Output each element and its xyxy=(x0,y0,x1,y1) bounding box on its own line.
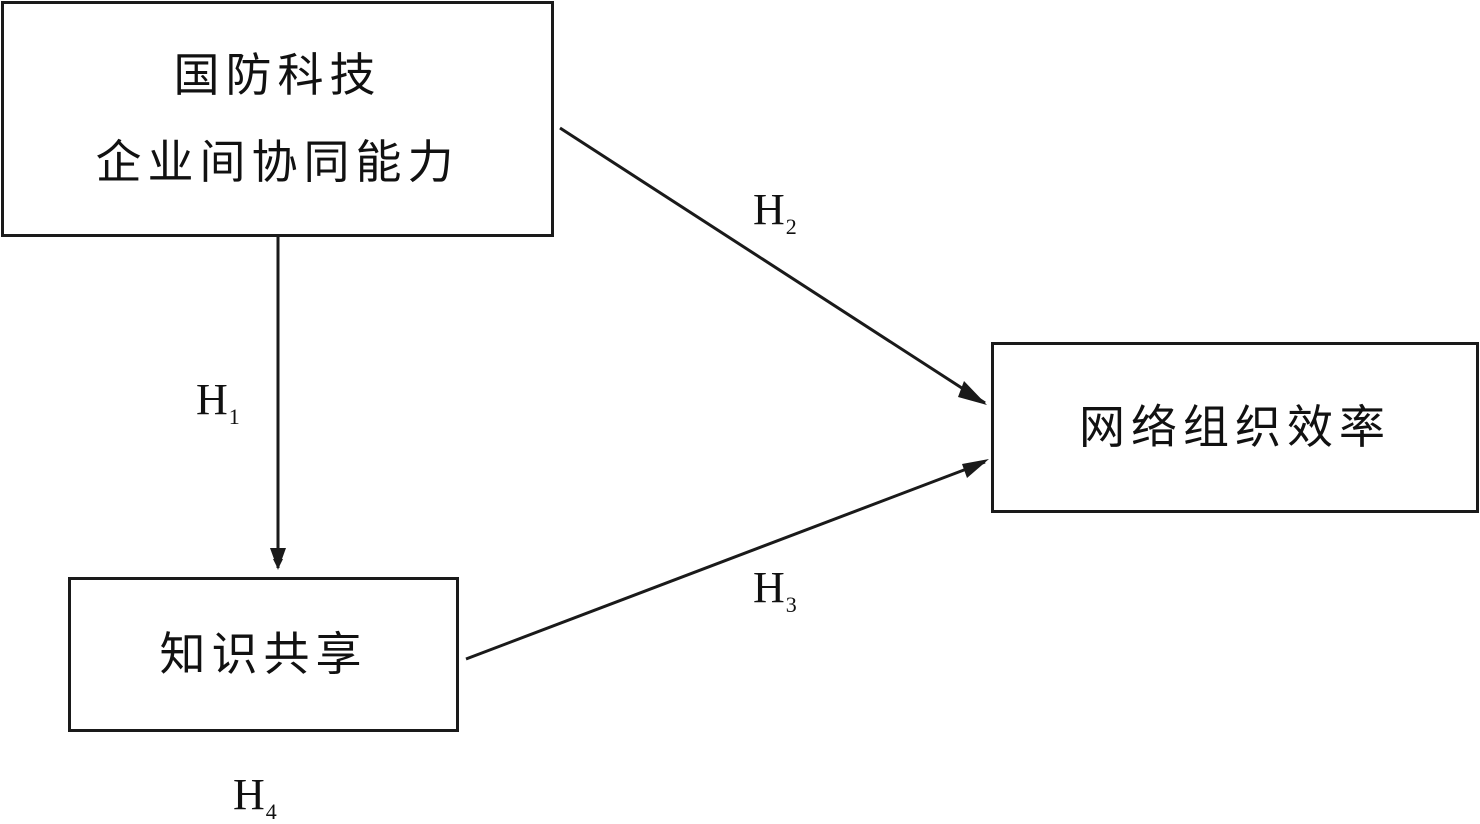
arrow-h3 xyxy=(465,460,986,661)
node-network-efficiency-label: 网络组织效率 xyxy=(1079,399,1391,454)
hypothesis-h2-sub: 2 xyxy=(785,214,797,239)
hypothesis-h1-main: H xyxy=(196,375,228,424)
node-knowledge-sharing: 知识共享 xyxy=(68,577,459,732)
hypothesis-h3-sub: 3 xyxy=(785,592,797,617)
node-collaborative-capability-line1: 国防科技 xyxy=(173,47,382,102)
node-network-efficiency: 网络组织效率 xyxy=(991,342,1479,513)
hypothesis-h3-main: H xyxy=(753,563,785,612)
node-knowledge-sharing-label: 知识共享 xyxy=(159,626,368,681)
hypothesis-h1-sub: 1 xyxy=(228,404,240,429)
hypothesis-h4-sub: 4 xyxy=(265,799,277,824)
arrow-h2 xyxy=(559,126,986,405)
arrowhead-h1 xyxy=(270,548,286,570)
hypothesis-label-h1: H1 xyxy=(196,378,240,428)
node-collaborative-capability-line2: 企业间协同能力 xyxy=(95,135,460,189)
node-collaborative-capability: 国防科技 企业间协同能力 xyxy=(1,1,554,237)
hypothesis-h2-main: H xyxy=(753,185,785,234)
hypothesis-h4-main: H xyxy=(233,770,265,819)
node-collaborative-capability-label: 国防科技 企业间协同能力 xyxy=(96,32,460,207)
hypothesis-label-h2: H2 xyxy=(753,188,797,238)
hypothesis-label-h4: H4 xyxy=(233,773,277,823)
hypothesis-label-h3: H3 xyxy=(753,566,797,616)
arrowhead-h2 xyxy=(958,381,987,405)
arrowhead-h3 xyxy=(962,459,989,478)
